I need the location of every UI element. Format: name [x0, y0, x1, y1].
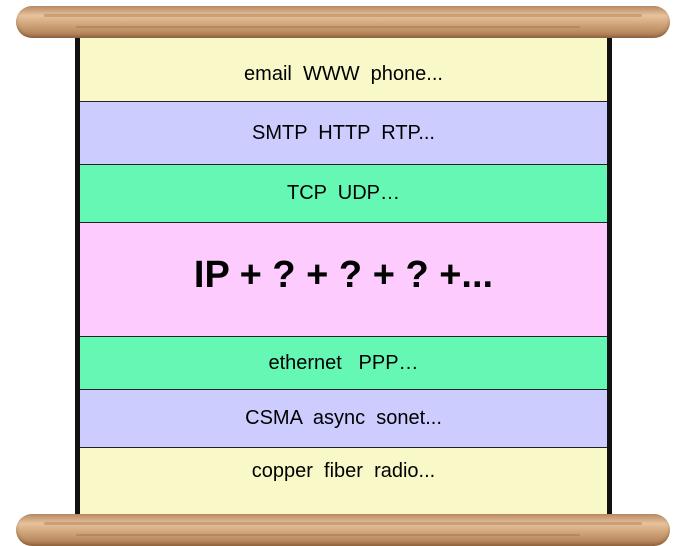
scroll-left-post — [75, 28, 80, 516]
scroll-right-post — [607, 28, 612, 516]
layer-application-protocols: SMTP HTTP RTP... — [77, 101, 610, 164]
layer-link-label: ethernet PPP… — [268, 351, 419, 374]
layer-physical-label: copper fiber radio... — [251, 459, 436, 482]
layer-network: IP + ? + ? + ? +... — [77, 222, 610, 336]
scroll-top-roller — [16, 6, 670, 38]
layer-transport-label: TCP UDP… — [287, 182, 400, 204]
layer-media-access-label: CSMA async sonet... — [245, 407, 442, 429]
layer-application-protocols-label: SMTP HTTP RTP... — [251, 121, 435, 144]
layer-media-access: CSMA async sonet... — [77, 389, 610, 447]
layer-applications-label: email WWW phone... — [244, 63, 443, 85]
layer-applications: email WWW phone... — [77, 30, 610, 101]
layer-network-label: IP + ? + ? + ? +... — [193, 254, 494, 296]
layer-link: ethernet PPP… — [77, 336, 610, 389]
scroll-bottom-roller — [16, 514, 670, 546]
layer-stack: email WWW phone... SMTP HTTP RTP... TCP … — [77, 30, 610, 514]
layer-physical: copper fiber radio... — [77, 447, 610, 514]
layer-transport: TCP UDP… — [77, 164, 610, 222]
